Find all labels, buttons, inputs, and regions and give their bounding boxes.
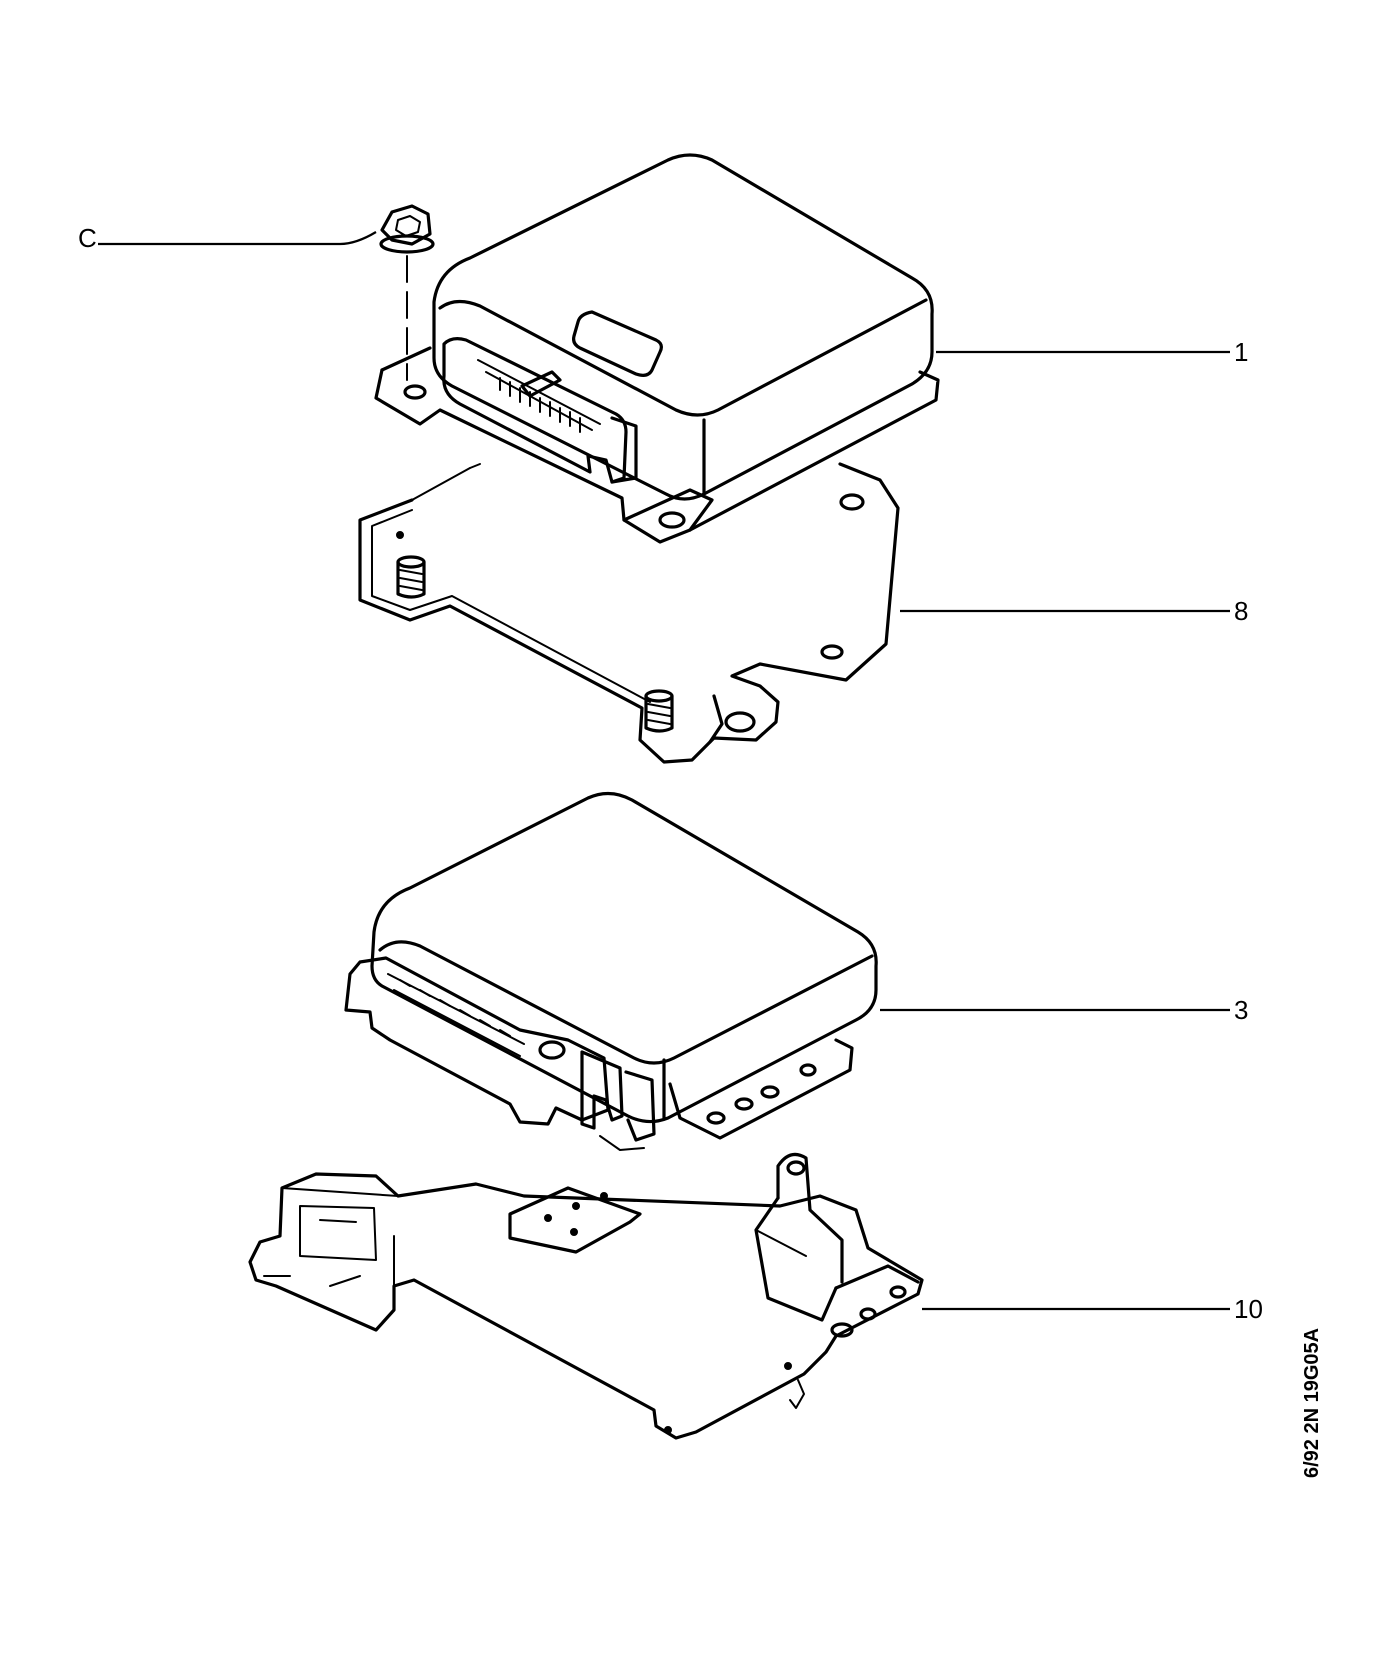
callout-3: 3 [880,995,1248,1025]
callout-8: 8 [900,596,1248,626]
nut-c [379,204,435,381]
callout-label-c: C [78,223,97,253]
connector-pins-1 [499,377,581,433]
ecu-unit-3 [344,791,878,1151]
ecu-unit-1 [374,153,940,544]
stud-left [396,555,426,599]
stud-right [644,689,674,733]
callout-10: 10 [922,1294,1263,1324]
callout-1: 1 [936,337,1248,367]
callout-c: C [78,223,377,253]
drawing-reference-code: 6/92 2N 19G05A [1301,1328,1323,1478]
mounting-plate-8 [358,462,900,764]
callout-label-1: 1 [1234,337,1248,367]
connector-pins-3 [399,979,511,1037]
callout-label-3: 3 [1234,995,1248,1025]
callout-label-10: 10 [1234,1294,1263,1324]
callout-label-8: 8 [1234,596,1248,626]
bracket-10 [248,1152,924,1440]
